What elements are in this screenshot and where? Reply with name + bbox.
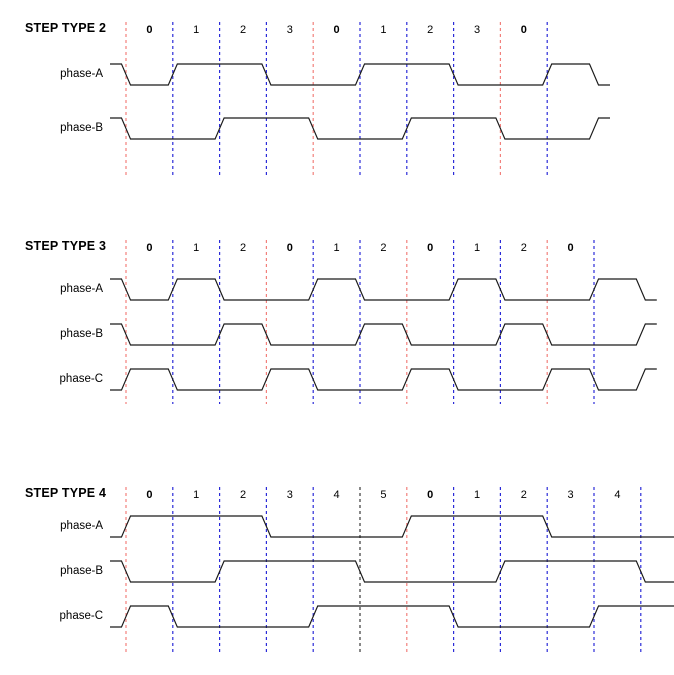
step-number-6: 2 xyxy=(427,24,433,36)
step-number-3: 3 xyxy=(287,489,293,501)
phase-label-phase-B: phase-B xyxy=(60,328,103,340)
section-title-step-type-2: STEP TYPE 2 xyxy=(25,21,106,35)
section-step-type-3: STEP TYPE 3 0 1 2 0 1 2 0 1 2 0 phase-A phase-B phase… xyxy=(25,239,657,404)
step-number-8: 2 xyxy=(521,489,527,501)
step-number-5: 2 xyxy=(380,242,386,254)
step-number-6: 0 xyxy=(427,489,433,501)
step-number-3: 3 xyxy=(287,24,293,36)
step-number-9: 3 xyxy=(568,489,574,501)
section-step-type-2: STEP TYPE 2 0 1 2 3 0 1 2 3 0 phase-A phase-B xyxy=(25,21,610,178)
section-title-step-type-4: STEP TYPE 4 xyxy=(25,486,106,500)
phase-label-phase-B: phase-B xyxy=(60,565,103,577)
phase-label-phase-C: phase-C xyxy=(60,373,103,385)
step-number-0: 0 xyxy=(146,242,152,254)
step-number-0: 0 xyxy=(146,24,152,36)
phase-label-phase-A: phase-A xyxy=(60,283,103,295)
step-number-4: 0 xyxy=(334,24,340,36)
waveform-step-type-3-phase-B xyxy=(110,323,657,346)
step-number-6: 0 xyxy=(427,242,433,254)
waveform-step-type-4-phase-B xyxy=(110,560,674,583)
waveform-step-type-3-phase-A xyxy=(110,278,657,301)
phase-label-phase-A: phase-A xyxy=(60,520,103,532)
step-number-4: 4 xyxy=(334,489,340,501)
waveform-step-type-3-phase-C xyxy=(110,368,657,391)
step-number-4: 1 xyxy=(334,242,340,254)
step-number-10: 4 xyxy=(614,489,620,501)
step-number-1: 1 xyxy=(193,489,199,501)
step-number-3: 0 xyxy=(287,242,293,254)
section-step-type-4: STEP TYPE 4 0 1 2 3 4 5 0 1 2 3 4 phase-A phase-B phas… xyxy=(25,486,674,654)
step-number-2: 2 xyxy=(240,24,246,36)
step-number-5: 5 xyxy=(380,489,386,501)
waveform-step-type-4-phase-C xyxy=(110,605,674,628)
waveform-step-type-2-phase-B xyxy=(110,117,610,140)
phase-label-phase-C: phase-C xyxy=(60,610,103,622)
step-number-1: 1 xyxy=(193,242,199,254)
section-title-step-type-3: STEP TYPE 3 xyxy=(25,239,106,253)
step-number-9: 0 xyxy=(568,242,574,254)
waveform-step-type-2-phase-A xyxy=(110,63,610,86)
step-number-8: 0 xyxy=(521,24,527,36)
phase-label-phase-B: phase-B xyxy=(60,122,103,134)
step-number-7: 1 xyxy=(474,489,480,501)
step-number-8: 2 xyxy=(521,242,527,254)
step-number-2: 2 xyxy=(240,242,246,254)
waveform-step-type-4-phase-A xyxy=(110,515,674,538)
step-number-7: 1 xyxy=(474,242,480,254)
step-number-7: 3 xyxy=(474,24,480,36)
step-number-0: 0 xyxy=(146,489,152,501)
phase-label-phase-A: phase-A xyxy=(60,68,103,80)
step-number-5: 1 xyxy=(380,24,386,36)
step-number-1: 1 xyxy=(193,24,199,36)
step-number-2: 2 xyxy=(240,489,246,501)
